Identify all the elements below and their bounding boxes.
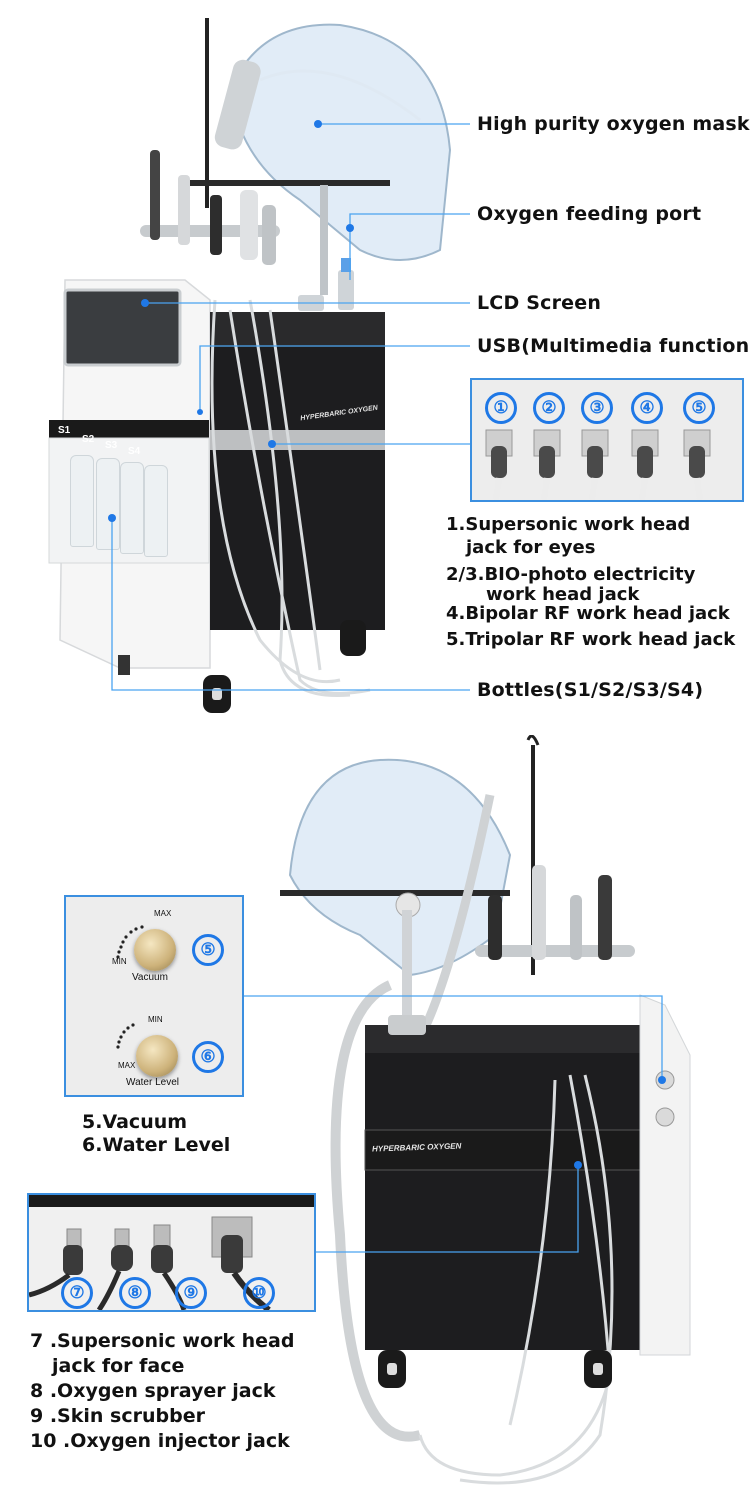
bottom-callout-lines <box>241 995 666 1253</box>
water-knob-label: Water Level <box>126 1077 179 1088</box>
jack-panel-bottom-drawing <box>29 1195 314 1310</box>
jack-list-top-2b: work head jack <box>486 584 640 605</box>
jack-number-8: ⑧ <box>119 1277 151 1309</box>
callout-oxygen-mask: High purity oxygen mask <box>477 113 750 135</box>
jack-number-2: ② <box>533 392 565 424</box>
jack-list-top-5: 5.Tripolar RF work head jack <box>446 629 736 650</box>
jack-list-bottom-10: 10 .Oxygen injector jack <box>30 1430 290 1452</box>
callout-usb: USB(Multimedia function) <box>477 335 750 357</box>
jack-list-top-4: 4.Bipolar RF work head jack <box>446 603 730 624</box>
bottom-machine-illustration <box>270 734 750 1500</box>
jack-panel-bottom-inset: ⑦ ⑧ ⑨ ⑩ <box>27 1193 316 1312</box>
jack-list-top-1: 1.Supersonic work head <box>446 514 691 535</box>
water-max-label: MAX <box>118 1061 136 1070</box>
knob-dots <box>116 925 144 1049</box>
bottle-label-s3: S3 <box>105 440 118 451</box>
jack-list-bottom-9: 9 .Skin scrubber <box>30 1405 205 1427</box>
jack-list-bottom-7b: jack for face <box>52 1355 185 1377</box>
top-machine-illustration <box>0 0 470 720</box>
top-callout-lines <box>108 120 470 691</box>
jack-number-10: ⑩ <box>243 1277 275 1309</box>
jack-number-3: ③ <box>581 392 613 424</box>
jack-list-top-2: 2/3.BIO-photo electricity <box>446 564 696 585</box>
jack-list-bottom-7: 7 .Supersonic work head <box>30 1330 295 1352</box>
jack-number-5: ⑤ <box>683 392 715 424</box>
water-number: ⑥ <box>192 1041 224 1073</box>
bottle-4 <box>144 465 168 557</box>
callout-oxygen-port: Oxygen feeding port <box>477 203 702 225</box>
water-min-label: MIN <box>148 1015 163 1024</box>
jack-number-9: ⑨ <box>175 1277 207 1309</box>
jack-number-7: ⑦ <box>61 1277 93 1309</box>
bottle-1 <box>70 455 94 547</box>
bottle-3 <box>120 462 144 554</box>
vacuum-max-label: MAX <box>154 909 172 918</box>
vacuum-min-label: MIN <box>112 957 127 966</box>
vacuum-knob-label: Vacuum <box>132 972 168 983</box>
knob-panel-inset: MAX MIN Vacuum ⑤ MIN MAX Water Level ⑥ <box>64 895 244 1097</box>
bottom-machine-svg <box>280 734 691 1485</box>
jack-panel-top-drawing <box>485 429 711 500</box>
knob-list-water: 6.Water Level <box>82 1134 231 1156</box>
jack-panel-top-inset: ① ② ③ ④ ⑤ <box>470 378 744 502</box>
callout-lcd-screen: LCD Screen <box>477 292 602 314</box>
jack-number-4: ④ <box>631 392 663 424</box>
bottle-label-s1: S1 <box>58 425 71 436</box>
bottle-2 <box>96 458 120 550</box>
vacuum-number: ⑤ <box>192 934 224 966</box>
jack-list-bottom-8: 8 .Oxygen sprayer jack <box>30 1380 276 1402</box>
jack-list-top-1b: jack for eyes <box>466 537 596 558</box>
top-machine-svg <box>48 18 452 713</box>
knob-list-vacuum: 5.Vacuum <box>82 1111 188 1133</box>
vacuum-knob[interactable] <box>134 929 176 971</box>
bottle-label-s2: S2 <box>82 434 95 445</box>
water-level-knob[interactable] <box>136 1035 178 1077</box>
bottle-label-s4: S4 <box>128 446 141 457</box>
callout-bottles: Bottles(S1/S2/S3/S4) <box>477 679 704 701</box>
jack-number-1: ① <box>485 392 517 424</box>
